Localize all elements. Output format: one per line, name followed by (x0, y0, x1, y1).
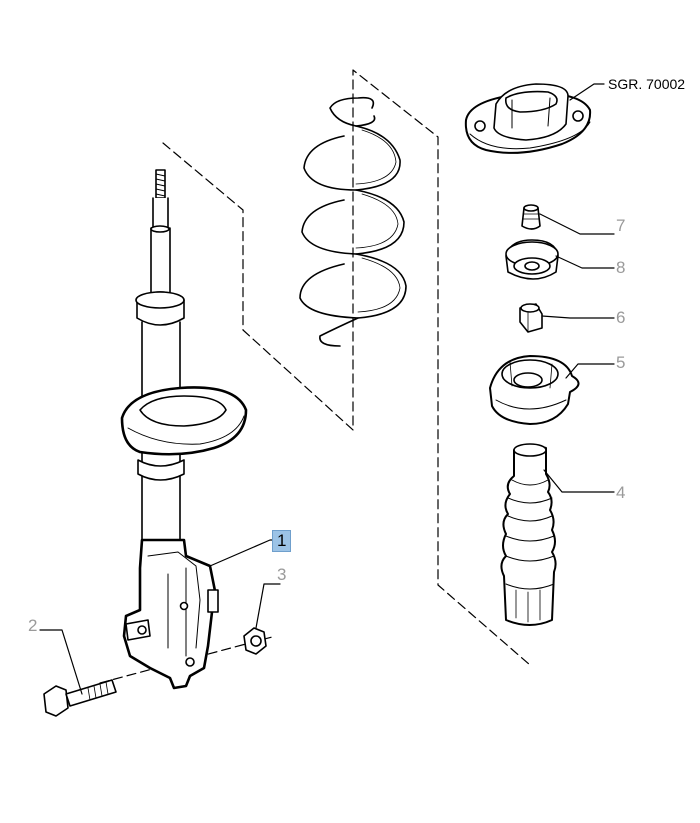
part-3-nut[interactable] (243, 627, 267, 655)
callout-4[interactable]: 4 (616, 483, 626, 502)
part-4-bump-stop[interactable] (500, 443, 557, 626)
callout-2[interactable]: 2 (28, 616, 38, 635)
part-2-bolt[interactable] (43, 679, 117, 717)
reference-label: SGR. 70002 (608, 76, 686, 92)
part-6-nut[interactable] (519, 303, 543, 333)
callout-6[interactable]: 6 (616, 308, 626, 327)
part-5-strut-mount[interactable] (489, 355, 580, 425)
callout-7[interactable]: 7 (616, 216, 626, 235)
part-8-bearing-cup[interactable] (505, 239, 559, 280)
strut-shock-absorber[interactable] (120, 169, 248, 690)
callout-3[interactable]: 3 (277, 565, 287, 584)
top-mount-plate[interactable] (464, 83, 592, 154)
leader-lines (39, 83, 615, 695)
callout-5[interactable]: 5 (616, 353, 626, 372)
part-7-stud[interactable] (521, 204, 541, 230)
coil-spring[interactable] (299, 96, 407, 347)
callout-1[interactable]: 1 (272, 530, 292, 552)
callout-8[interactable]: 8 (616, 258, 626, 277)
